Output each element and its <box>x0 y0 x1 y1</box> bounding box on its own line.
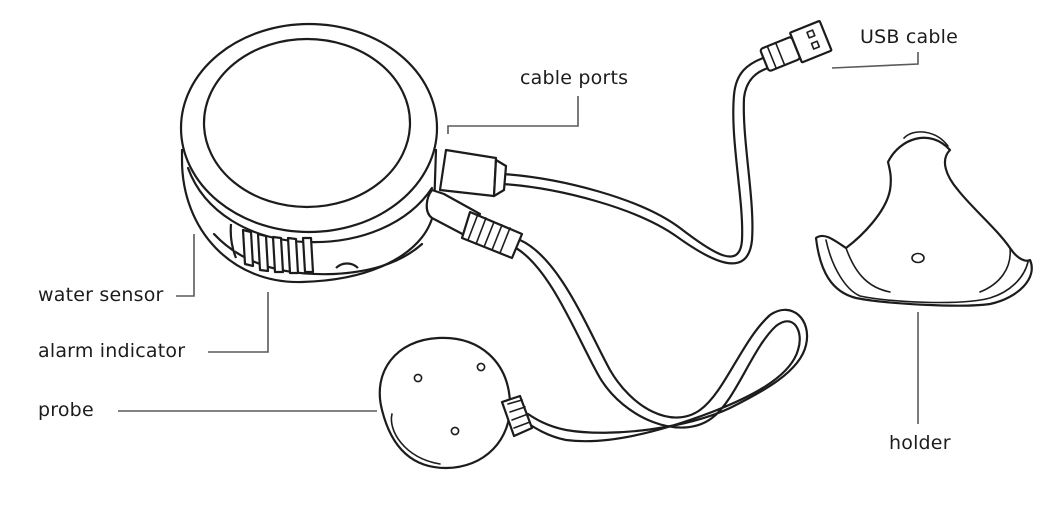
usb-connector <box>438 148 508 198</box>
probe-cable <box>514 238 809 443</box>
label-cable-ports: cable ports <box>520 67 629 89</box>
alarm-indicator-vents <box>229 223 315 275</box>
label-holder: holder <box>889 432 951 454</box>
leader-cable-ports <box>447 96 579 134</box>
usb-plug <box>759 20 833 72</box>
label-probe: probe <box>38 399 94 421</box>
probe <box>378 336 534 470</box>
leader-alarm-indicator <box>208 292 269 353</box>
label-alarm-indicator: alarm indicator <box>38 340 186 362</box>
leader-usb-cable <box>831 52 919 69</box>
leader-lines <box>118 52 919 424</box>
holder <box>814 131 1033 307</box>
usb-cable <box>501 56 770 265</box>
leader-water-sensor <box>176 234 195 297</box>
label-water-sensor: water sensor <box>38 284 164 306</box>
label-usb-cable: USB cable <box>860 26 958 48</box>
probe-connector <box>425 188 524 260</box>
